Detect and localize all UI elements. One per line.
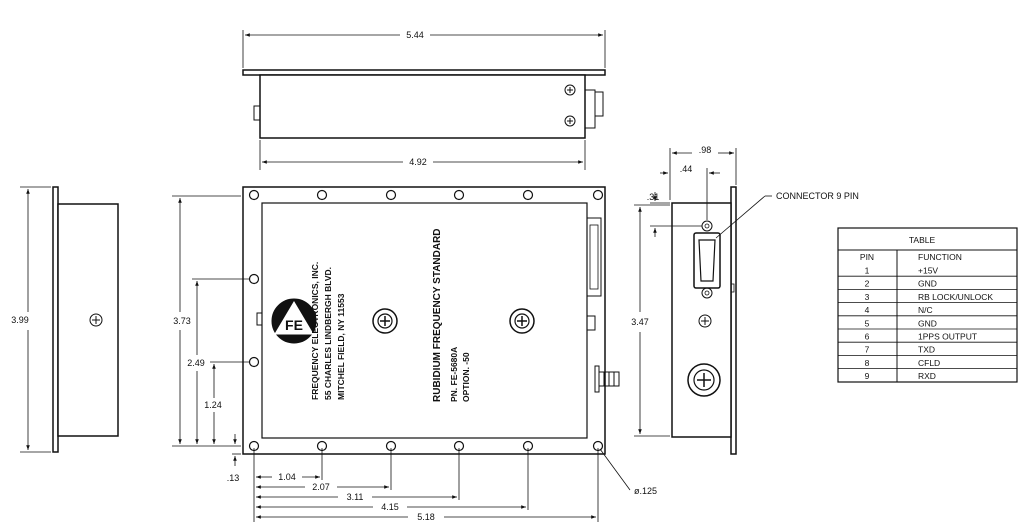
pin-function-9: RXD	[918, 371, 936, 381]
dim-0-44: .44	[680, 164, 693, 174]
company-line-3: MITCHEL FIELD, NY 11553	[336, 293, 346, 400]
pin-number-9: 9	[865, 371, 870, 381]
dim-2-07: 2.07	[312, 482, 330, 492]
pin-number-8: 8	[865, 358, 870, 368]
company-label: FREQUENCY ELECTRONICS, INC. 55 CHARLES L…	[310, 262, 346, 400]
screw-right	[509, 308, 535, 334]
mounting-hole-side-1	[248, 273, 260, 285]
mounting-holes	[248, 189, 604, 452]
company-logo: FE	[274, 301, 314, 335]
mounting-hole-top-4	[453, 189, 465, 201]
pin-number-4: 4	[865, 305, 870, 315]
mounting-hole-side-2	[248, 356, 260, 368]
pin-function-3: RB LOCK/UNLOCK	[918, 292, 993, 302]
connector-label: CONNECTOR 9 PIN	[776, 191, 859, 201]
dim-5-18: 5.18	[417, 512, 435, 522]
pin-function-8: CFLD	[918, 358, 940, 368]
dim-2-49: 2.49	[187, 358, 205, 368]
pin-table-header-pin: PIN	[860, 252, 874, 262]
dim-hole-diameter: ø.125	[634, 486, 657, 496]
dim-1-04: 1.04	[278, 472, 296, 482]
front-dimensions	[172, 195, 631, 522]
dim-3-99: 3.99	[11, 315, 29, 325]
dim-0-13: .13	[227, 473, 240, 483]
dim-0-31: .31	[647, 192, 660, 202]
top-view	[242, 30, 606, 170]
dim-1-24: 1.24	[204, 400, 222, 410]
pin-table-header-function: FUNCTION	[918, 252, 962, 262]
pin-number-5: 5	[865, 318, 870, 328]
dim-3-11: 3.11	[347, 492, 364, 502]
product-label: RUBIDIUM FREQUENCY STANDARD PN. FE-5680A…	[432, 228, 471, 402]
pin-number-1: 1	[865, 266, 870, 276]
mounting-hole-top-6	[592, 189, 604, 201]
pin-number-3: 3	[865, 292, 870, 302]
left-side-view	[20, 186, 119, 453]
pin-function-4: N/C	[918, 305, 933, 315]
dim-3-73: 3.73	[173, 316, 191, 326]
product-name: RUBIDIUM FREQUENCY STANDARD	[432, 228, 443, 402]
pin-number-2: 2	[865, 279, 870, 289]
dim-0-98: .98	[699, 145, 712, 155]
pin-function-1: +15V	[918, 266, 938, 276]
company-line-1: FREQUENCY ELECTRONICS, INC.	[310, 262, 320, 400]
dim-5-44: 5.44	[406, 30, 424, 40]
product-option: OPTION. -50	[461, 352, 471, 402]
pin-function-6: 1PPS OUTPUT	[918, 332, 977, 342]
mounting-hole-top-2	[316, 189, 328, 201]
dim-4-15: 4.15	[381, 502, 399, 512]
pin-function-2: GND	[918, 279, 937, 289]
pin-table-title: TABLE	[909, 235, 936, 245]
pin-number-6: 6	[865, 332, 870, 342]
screw-left	[372, 308, 398, 334]
right-side-view	[634, 148, 772, 455]
logo-letters: FE	[285, 317, 303, 333]
pin-function-5: GND	[918, 318, 937, 328]
mounting-hole-top-3	[385, 189, 397, 201]
mounting-hole-top-5	[522, 189, 534, 201]
company-line-2: 55 CHARLES LINDBERGH BLVD.	[323, 267, 333, 400]
dim-4-92: 4.92	[409, 157, 427, 167]
mounting-hole-top-1	[248, 189, 260, 201]
pin-number-7: 7	[865, 345, 870, 355]
product-pn: PN. FE-5680A	[449, 347, 459, 402]
pin-function-7: TXD	[918, 345, 935, 355]
dim-3-47: 3.47	[631, 317, 649, 327]
